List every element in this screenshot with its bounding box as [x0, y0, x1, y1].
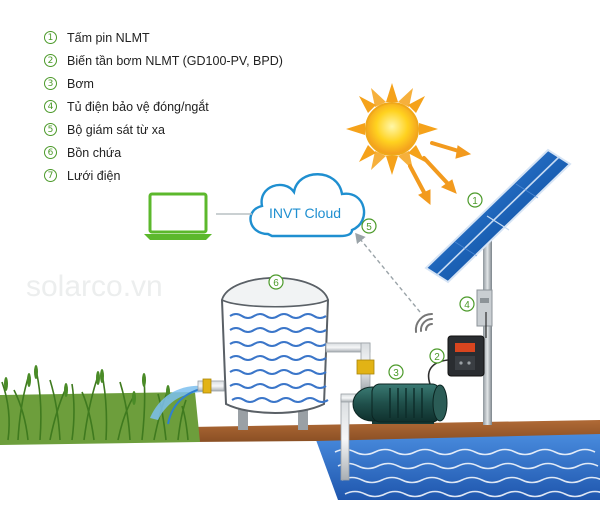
marker-3: 3: [388, 364, 404, 380]
ground: [190, 420, 600, 442]
legend-item: 6 Bồn chứa: [44, 141, 283, 164]
legend-item: 3 Bơm: [44, 72, 283, 95]
legend-label: Bơm: [67, 76, 94, 91]
pump: [352, 383, 448, 424]
marker-1: 1: [467, 192, 483, 208]
water-pond: [316, 430, 600, 500]
legend-label: Lưới điện: [67, 168, 121, 183]
legend-label: Tấm pin NLMT: [67, 30, 150, 45]
water-tank: [220, 276, 330, 430]
svg-text:1: 1: [472, 196, 478, 207]
inverter: [447, 335, 485, 377]
legend-item: 2 Biến tần bơm NLMT (GD100-PV, BPD): [44, 49, 283, 72]
marker-6: 6: [268, 274, 284, 290]
marker-4: 4: [459, 296, 475, 312]
protection-cabinet: [476, 289, 493, 327]
svg-text:4: 4: [464, 300, 470, 311]
cloud-icon: INVT Cloud: [249, 173, 366, 238]
legend-number: 2: [44, 54, 57, 67]
marker-5: 5: [361, 218, 377, 234]
legend-item: 1 Tấm pin NLMT: [44, 26, 283, 49]
sun-icon: [346, 83, 472, 206]
legend-label: Tủ điện bảo vệ đóng/ngắt: [67, 99, 209, 114]
cloud-label: INVT Cloud: [269, 205, 341, 221]
grass: [0, 365, 200, 445]
solar-panel-structure: [424, 148, 572, 425]
watermark: solarco.vn: [26, 270, 163, 303]
outlet-pipe: [197, 378, 225, 394]
wifi-icon: [414, 312, 433, 333]
legend: 1 Tấm pin NLMT 2 Biến tần bơm NLMT (GD10…: [44, 26, 283, 187]
svg-text:6: 6: [273, 278, 279, 289]
legend-number: 3: [44, 77, 57, 90]
legend-item: 4 Tủ điện bảo vệ đóng/ngắt: [44, 95, 283, 118]
legend-number: 6: [44, 146, 57, 159]
svg-text:5: 5: [366, 222, 372, 233]
pump-cable: [427, 359, 449, 385]
svg-text:3: 3: [393, 368, 399, 379]
marker-2: 2: [429, 348, 445, 364]
legend-number: 1: [44, 31, 57, 44]
legend-number: 5: [44, 123, 57, 136]
laptop-icon: [144, 192, 212, 240]
legend-item: 5 Bộ giám sát từ xa: [44, 118, 283, 141]
legend-number: 4: [44, 100, 57, 113]
legend-number: 7: [44, 169, 57, 182]
legend-label: Bộ giám sát từ xa: [67, 122, 165, 137]
legend-label: Bồn chứa: [67, 145, 122, 160]
legend-label: Biến tần bơm NLMT (GD100-PV, BPD): [67, 53, 283, 68]
monitor-link: [355, 232, 421, 313]
legend-item: 7 Lưới điện: [44, 164, 283, 187]
svg-text:2: 2: [434, 352, 440, 363]
